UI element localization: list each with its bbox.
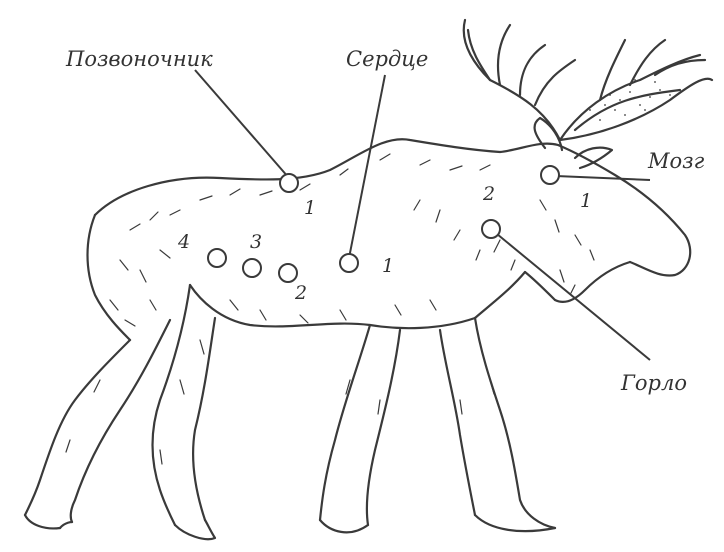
throat-target-circle	[482, 220, 500, 238]
spine-rank-number: 1	[304, 197, 316, 219]
zone-4-number: 4	[177, 231, 190, 253]
antlers	[464, 20, 712, 140]
zone-2-number: 2	[294, 282, 307, 304]
heart-pointer-line	[349, 75, 385, 258]
zone-2-target-circle	[279, 264, 297, 282]
heart-rank-number: 1	[382, 255, 394, 277]
throat-label: Горло	[620, 371, 687, 395]
brain-label: Мозг	[647, 149, 705, 173]
throat-rank-number: 2	[482, 183, 495, 205]
brain-rank-number: 1	[580, 190, 592, 212]
fur-texture	[66, 154, 594, 464]
throat-pointer-line	[497, 234, 650, 360]
zone-3-number: 3	[250, 231, 262, 253]
brain-target-circle	[541, 166, 559, 184]
spine-target-circle	[280, 174, 298, 192]
spine-label: Позвоночник	[65, 47, 213, 71]
zone-4-target-circle	[208, 249, 226, 267]
heart-label: Сердце	[346, 47, 428, 71]
moose-body	[88, 118, 691, 340]
spine-pointer-line	[195, 70, 289, 178]
heart-target-circle	[340, 254, 358, 272]
moose-legs	[25, 285, 555, 539]
brain-pointer-line	[556, 176, 650, 180]
zone-3-target-circle	[243, 259, 261, 277]
